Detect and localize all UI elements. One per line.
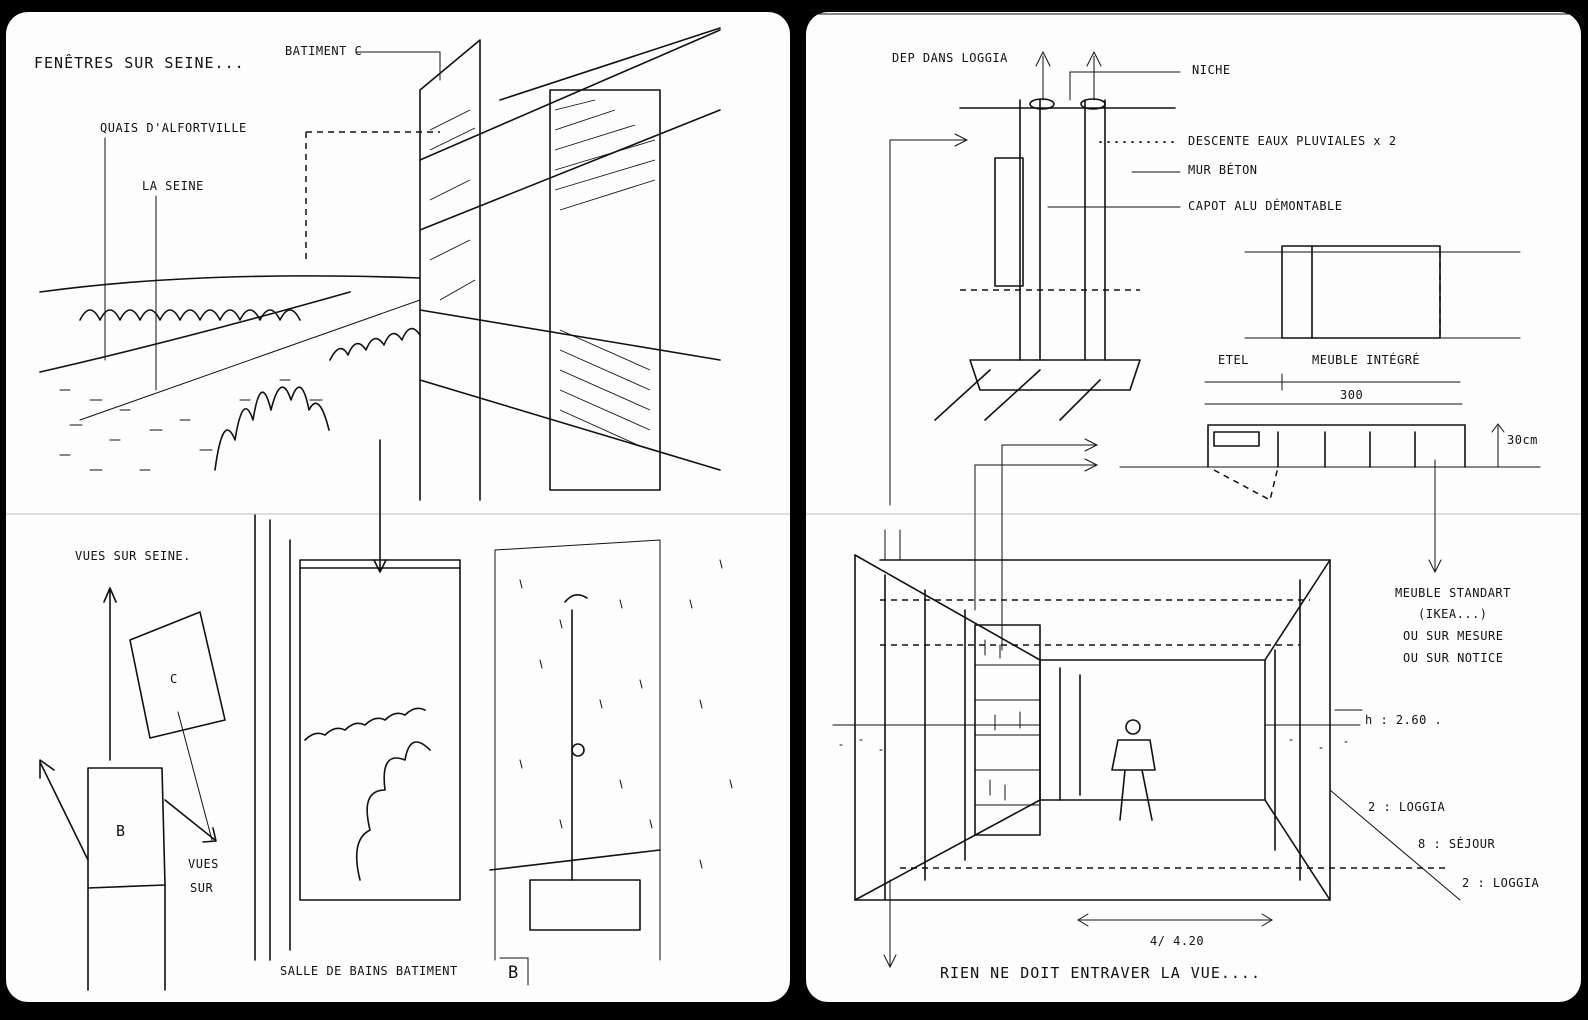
title-fenetres: FENÊTRES SUR SEINE... bbox=[34, 53, 245, 72]
label-quais: QUAIS D'ALFORTVILLE bbox=[100, 121, 247, 135]
dim-30cm: 30cm bbox=[1507, 433, 1538, 447]
label-niche: NICHE bbox=[1192, 63, 1231, 77]
label-ikea: (IKEA...) bbox=[1418, 607, 1488, 621]
person-figure bbox=[1111, 719, 1156, 821]
label-mur-beton: MUR BÉTON bbox=[1188, 162, 1258, 177]
label-loggia-a: 2 : LOGGIA bbox=[1368, 800, 1446, 814]
left-top-sketch: FENÊTRES SUR SEINE... BATIMENT C QUAIS D… bbox=[34, 27, 721, 573]
label-sur-notice: OU SUR NOTICE bbox=[1403, 651, 1503, 665]
title-dep-loggia: DEP DANS LOGGIA bbox=[892, 51, 1008, 65]
caption-letter-b: B bbox=[508, 963, 520, 983]
left-bottom-sketch: VUES SUR SEINE. C B VUES SUR SALLE DE BA… bbox=[39, 514, 733, 991]
label-capot: CAPOT ALU DÉMONTABLE bbox=[1188, 198, 1343, 213]
title-vues-sur-seine: VUES SUR SEINE. bbox=[75, 549, 191, 563]
label-sejour: 8 : SÉJOUR bbox=[1418, 836, 1496, 851]
label-descente: DESCENTE EAUX PLUVIALES x 2 bbox=[1188, 134, 1397, 148]
label-etel: ETEL bbox=[1218, 353, 1249, 367]
right-top-sketch: DEP DANS LOGGIA NICHE DESCENTE EAUX PLUV… bbox=[889, 50, 1541, 506]
label-loggia-b: 2 : LOGGIA bbox=[1462, 876, 1540, 890]
vues-line2: SUR bbox=[190, 881, 213, 895]
caption-salle-de-bains: SALLE DE BAINS BATIMENT bbox=[280, 964, 458, 978]
right-page bbox=[806, 12, 1581, 1002]
block-c-label: C bbox=[170, 672, 178, 686]
right-bottom-sketch: MEUBLE STANDART (IKEA...) OU SUR MESURE … bbox=[832, 438, 1540, 982]
caption-rien-ne-doit: RIEN NE DOIT ENTRAVER LA VUE.... bbox=[940, 964, 1261, 982]
dim-300: 300 bbox=[1340, 388, 1363, 402]
label-height: h : 2.60 . bbox=[1365, 713, 1442, 727]
label-seine: LA SEINE bbox=[142, 179, 204, 193]
vues-line1: VUES bbox=[188, 857, 219, 871]
label-width: 4/ 4.20 bbox=[1150, 934, 1204, 948]
bath-window bbox=[299, 559, 461, 901]
label-meuble-integre: MEUBLE INTÉGRÉ bbox=[1312, 352, 1420, 367]
label-sur-mesure: OU SUR MESURE bbox=[1403, 629, 1503, 643]
label-batiment-c: BATIMENT C bbox=[285, 44, 362, 58]
left-page bbox=[6, 12, 790, 1002]
block-b-label: B bbox=[116, 822, 126, 840]
block-c bbox=[129, 611, 226, 739]
label-meuble-standart: MEUBLE STANDART bbox=[1395, 586, 1511, 600]
